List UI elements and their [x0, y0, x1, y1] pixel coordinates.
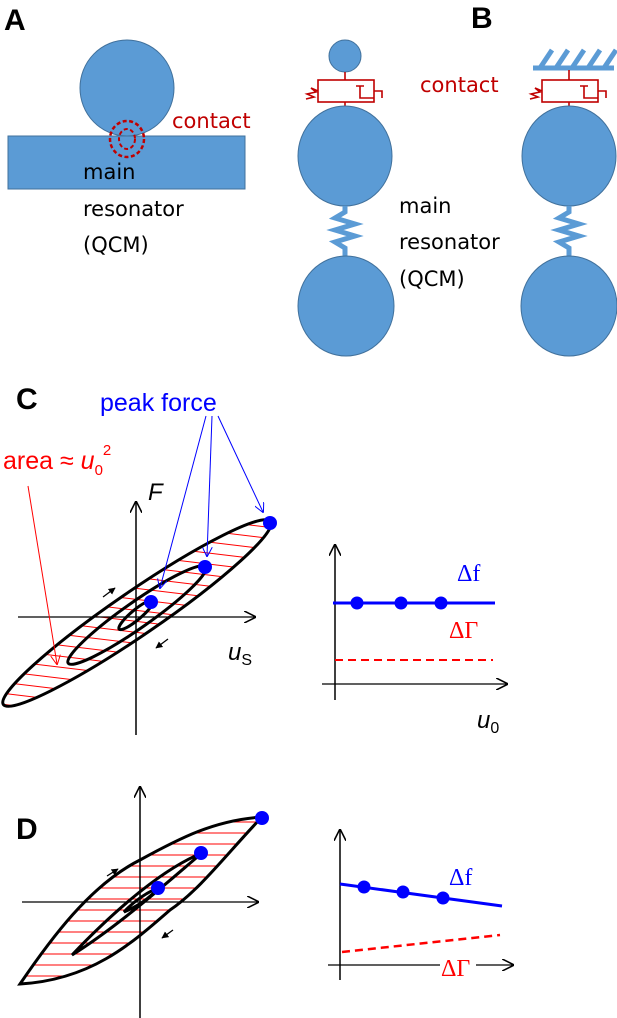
resonator-label-b: resonator — [399, 230, 500, 254]
peak-force-point — [198, 560, 212, 574]
contact-element-right — [528, 70, 607, 108]
delta-f-point — [436, 891, 450, 905]
hatch-line — [0, 714, 284, 723]
peak-force-pointer — [160, 415, 207, 588]
loop-large-d — [17, 815, 266, 986]
resonator-label-a: resonator — [83, 197, 184, 221]
hatch-line — [0, 692, 284, 723]
displacement-axis-label: uS — [228, 639, 252, 669]
direction-arrow-icon — [161, 929, 174, 939]
delta-gamma-line-d — [341, 933, 501, 954]
contact-zone-icon — [108, 119, 146, 159]
peak-force-point — [194, 846, 208, 860]
delta-f-point — [396, 885, 410, 899]
small-mass — [328, 39, 362, 73]
hatch-line — [0, 681, 284, 719]
delta-f-label-d: Δf — [449, 865, 472, 891]
hatch-line — [0, 670, 284, 708]
delta-f-point — [434, 596, 448, 610]
qcm-label-a: (QCM) — [83, 233, 149, 257]
peak-force-point — [255, 811, 269, 825]
delta-gamma-label-c: ΔΓ — [449, 618, 478, 644]
delta-gamma-label-d: ΔΓ — [441, 956, 470, 982]
main-label-a: main — [83, 160, 135, 184]
direction-arrow-icon — [155, 638, 169, 649]
area-pointer — [27, 485, 57, 664]
panel-c-label: C — [16, 383, 38, 416]
hatch-line — [0, 703, 284, 723]
ground-hatch-icon — [533, 48, 617, 71]
contact-label-a: contact — [172, 109, 251, 133]
panel-a-label: A — [4, 4, 26, 37]
peak-force-point — [144, 595, 158, 609]
hysteresis-loops-d — [17, 815, 266, 986]
force-axis-label: F — [148, 479, 164, 506]
peak-force-label: peak force — [100, 389, 217, 417]
amplitude-axis-label: u0 — [477, 707, 499, 737]
qcm-label-b: (QCM) — [399, 267, 465, 291]
direction-arrow-icon — [102, 587, 116, 598]
loop-large — [1, 518, 273, 708]
peak-force-pointer — [207, 415, 213, 556]
hysteresis-loops-c — [1, 518, 273, 708]
delta-f-point — [350, 596, 364, 610]
contact-label-b: contact — [420, 73, 499, 97]
hatch-line — [0, 538, 284, 576]
upper-resonator-mass-right — [521, 105, 617, 207]
hatch-line — [0, 659, 284, 697]
lower-resonator-mass-left — [297, 255, 395, 357]
upper-resonator-mass-left — [297, 105, 393, 207]
direction-arrow-icon — [106, 868, 119, 877]
delta-f-point — [357, 880, 371, 894]
peak-force-pointer — [217, 415, 263, 512]
panel-d-label: D — [16, 813, 38, 846]
lower-resonator-mass-right — [520, 255, 617, 357]
peak-force-point — [151, 881, 165, 895]
label-backdrop — [440, 955, 476, 977]
spring-icon-left — [326, 206, 364, 256]
peak-force-point — [263, 516, 277, 530]
hatch-line — [0, 505, 284, 543]
spring-icon-right — [550, 206, 588, 256]
main-resonator-plate — [7, 135, 246, 190]
area-label: area ≈ u02 — [3, 442, 111, 479]
delta-f-point — [394, 596, 408, 610]
loop-medium — [66, 564, 208, 666]
hatch-line — [0, 549, 284, 587]
contact-element-left — [304, 72, 383, 108]
panel-b-label: B — [471, 2, 493, 35]
main-label-b: main — [399, 194, 451, 218]
delta-f-label-c: Δf — [457, 561, 480, 587]
